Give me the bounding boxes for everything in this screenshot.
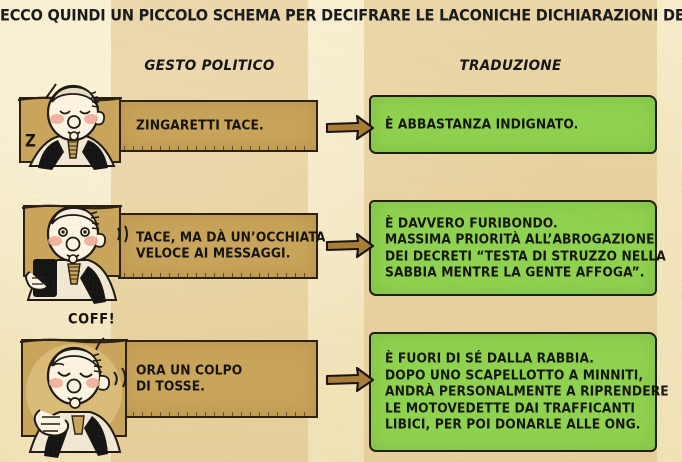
character-sleeping-man — [17, 83, 123, 170]
sleep-sfx: Z — [25, 131, 36, 151]
gesture-box-2: TACE, MA DÀ UN’OCCHIATA VELOCE AI MESSAG… — [118, 213, 326, 279]
translation-column-header: TRADUZIONE — [459, 57, 562, 75]
translation-line: DEI DECRETI “TESTA DI STRUZZO NELLA — [385, 247, 666, 263]
cough-sfx: COFF! — [68, 311, 116, 328]
character-coughing-man — [19, 337, 129, 458]
row-2: TACE, MA DÀ UN’OCCHIATA VELOCE AI MESSAG… — [0, 196, 682, 306]
gesture-box-1: ZINGARETTI TACE. — [118, 100, 318, 152]
translation-box-2: È DAVVERO FURIBONDO. MASSIMA PRIORITÀ AL… — [369, 200, 666, 296]
translation-line: ANDRÀ PERSONALMENTE A RIPRENDERE — [385, 383, 669, 399]
gesture-line: VELOCE AI MESSAGGI. — [136, 245, 291, 261]
translation-line: È DAVVERO FURIBONDO. — [385, 214, 558, 230]
page-title: ECCO QUINDI UN PICCOLO SCHEMA PER DECIFR… — [0, 7, 682, 25]
arrow-icon-1 — [325, 114, 375, 141]
character-man-with-phone — [21, 204, 128, 304]
translation-box-3: È FUORI DI SÉ DALLA RABBIA. DOPO UNO SCA… — [369, 332, 669, 452]
translation-line: È FUORI DI SÉ DALLA RABBIA. — [385, 350, 595, 366]
translation-line: LIBICI, PER POI DONARLE ALLE ONG. — [385, 416, 641, 432]
row-1: Z ZINGARETTI TACE. È ABBASTANZA INDIGNAT… — [0, 78, 682, 174]
arrow-icon-2 — [325, 232, 375, 259]
translation-box-1: È ABBASTANZA INDIGNATO. — [369, 95, 657, 154]
translation-line: LE MOTOVEDETTE DAI TRAFFICANTI — [385, 400, 636, 416]
translation-line: MASSIMA PRIORITÀ ALL’ABROGAZIONE — [385, 231, 655, 247]
gesture-line: TACE, MA DÀ UN’OCCHIATA — [136, 229, 326, 245]
translation-line: È ABBASTANZA INDIGNATO. — [385, 116, 579, 132]
gesture-line: DI TOSSE. — [136, 378, 206, 394]
arrow-icon-3 — [325, 366, 375, 393]
translation-line: SABBIA MENTRE LA GENTE AFFOGA”. — [385, 264, 645, 280]
gesture-column-header: GESTO POLITICO — [144, 57, 275, 75]
translation-line: DOPO UNO SCAPELLOTTO A MINNITI, — [385, 367, 644, 383]
gesture-box-3: ORA UN COLPO DI TOSSE. — [118, 340, 318, 418]
gesture-line: ORA UN COLPO — [136, 362, 243, 378]
row-3: ORA UN COLPO DI TOSSE. È FUORI DI SÉ DAL… — [0, 322, 682, 462]
gesture-line: ZINGARETTI TACE. — [136, 117, 264, 133]
